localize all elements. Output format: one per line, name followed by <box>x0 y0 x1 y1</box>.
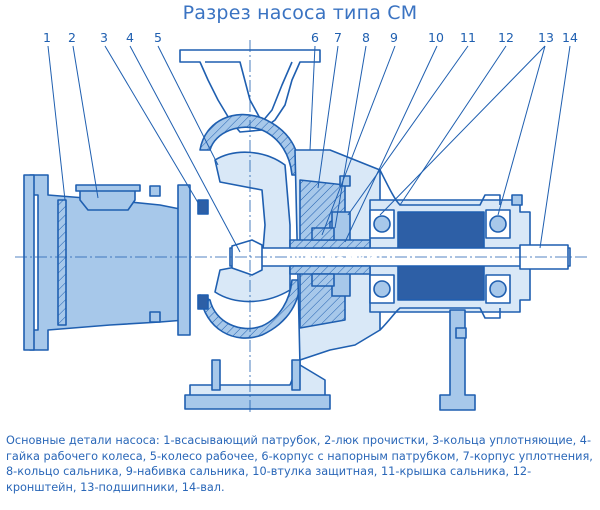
cleaning-hatch <box>79 189 136 211</box>
protective-sleeve <box>289 239 371 249</box>
parts-caption: Основные детали насоса: 1-всасывающий па… <box>6 434 593 494</box>
part-number-4: 4 <box>126 30 134 45</box>
part-number-12: 12 <box>498 30 514 45</box>
part-number-9: 9 <box>390 30 398 45</box>
part-number-2: 2 <box>68 30 76 45</box>
gland-packing <box>311 227 335 241</box>
casing-foot <box>184 394 331 410</box>
part-number-10: 10 <box>428 30 444 45</box>
impeller-nut <box>231 239 263 276</box>
part-number-13: 13 <box>538 30 554 45</box>
part-number-1: 1 <box>43 30 51 45</box>
watermark-text: www.artr.ru <box>296 253 383 268</box>
part-number-8: 8 <box>362 30 370 45</box>
pump-cross-section: www.artr.ru 1 2 3 4 5 6 7 8 9 10 11 12 1… <box>15 30 590 415</box>
bracket-support <box>439 309 476 411</box>
sealing-ring-top <box>197 199 209 215</box>
part-number-7: 7 <box>334 30 342 45</box>
diagram-title: Разрез насоса типа СМ <box>182 2 418 24</box>
part-number-6: 6 <box>311 30 319 45</box>
part-number-14: 14 <box>562 30 578 45</box>
sealing-ring-bottom <box>197 294 209 310</box>
part-number-3: 3 <box>100 30 108 45</box>
casing-flange-left <box>177 184 191 336</box>
suction-flange <box>23 174 35 351</box>
part-number-11: 11 <box>460 30 476 45</box>
part-number-5: 5 <box>154 30 162 45</box>
